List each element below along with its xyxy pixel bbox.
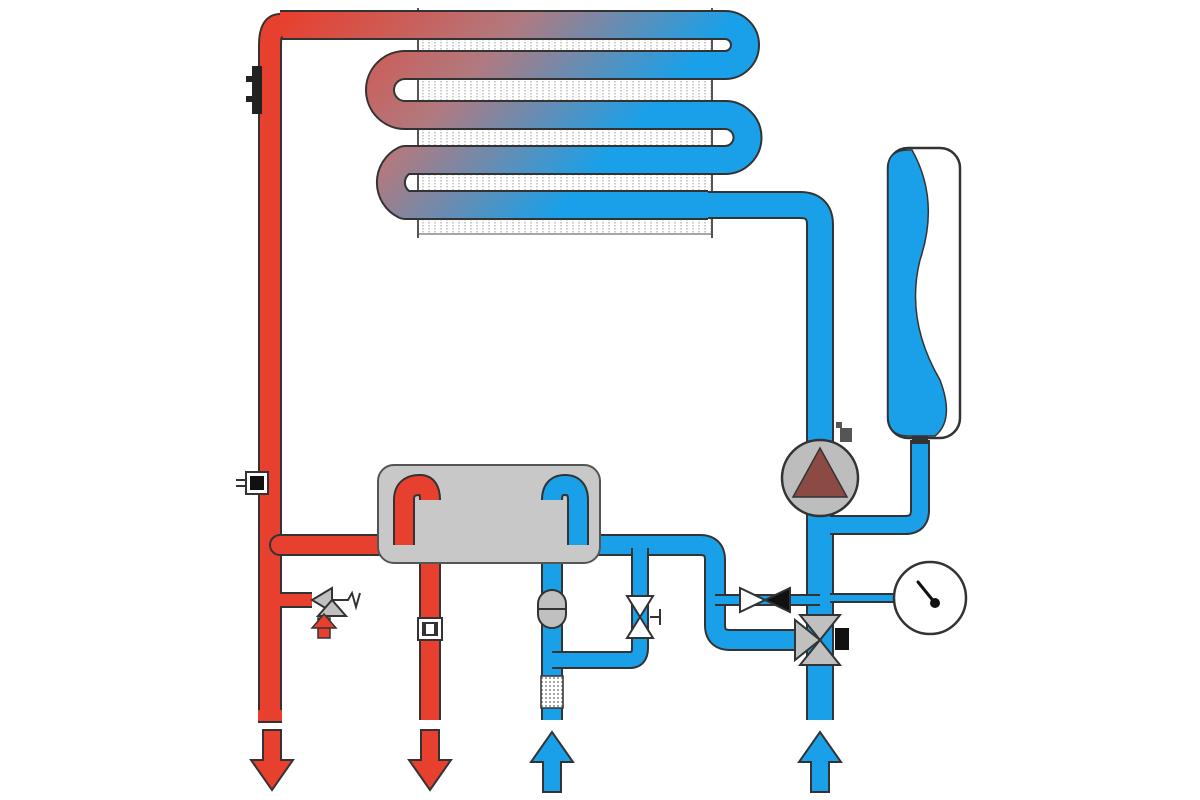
coil-pipe: [280, 12, 761, 218]
temperature-sensor: [236, 471, 269, 495]
thermostat-icon: [252, 66, 262, 114]
gate-valve-icon: [625, 595, 655, 619]
cold-water-in: [529, 730, 575, 793]
safety-valve: [310, 586, 361, 639]
return-from-coil: [708, 193, 832, 720]
three-way-valve: [794, 614, 849, 666]
arrow-down-icon: [407, 729, 453, 792]
secondary-heat-exchanger: [377, 464, 601, 564]
overheat-sensor: [246, 66, 262, 114]
cold-circuit: [541, 191, 930, 720]
water-filter: [540, 675, 564, 709]
arrow-down-icon: [249, 729, 295, 792]
hot-water-flow-meter: [417, 617, 443, 641]
check-valve-icon: [739, 586, 768, 614]
heating-supply-out: [249, 729, 295, 792]
arrow-up-icon: [797, 730, 843, 793]
heating-return-in: [797, 730, 843, 793]
circulation-pump: [780, 422, 860, 518]
filter-icon: [540, 675, 564, 709]
expansion-tank: [886, 146, 962, 444]
check-valve: [739, 586, 791, 614]
flow-sensor: [537, 589, 567, 629]
primary-heat-exchanger: [280, 8, 763, 238]
supply-riser: [260, 15, 283, 720]
bypass-valve: [625, 595, 661, 639]
three-way-valve-icon: [794, 617, 822, 663]
hot-water-out: [407, 729, 453, 792]
pressure-gauge: [892, 560, 968, 636]
arrow-up-icon: [529, 730, 575, 793]
